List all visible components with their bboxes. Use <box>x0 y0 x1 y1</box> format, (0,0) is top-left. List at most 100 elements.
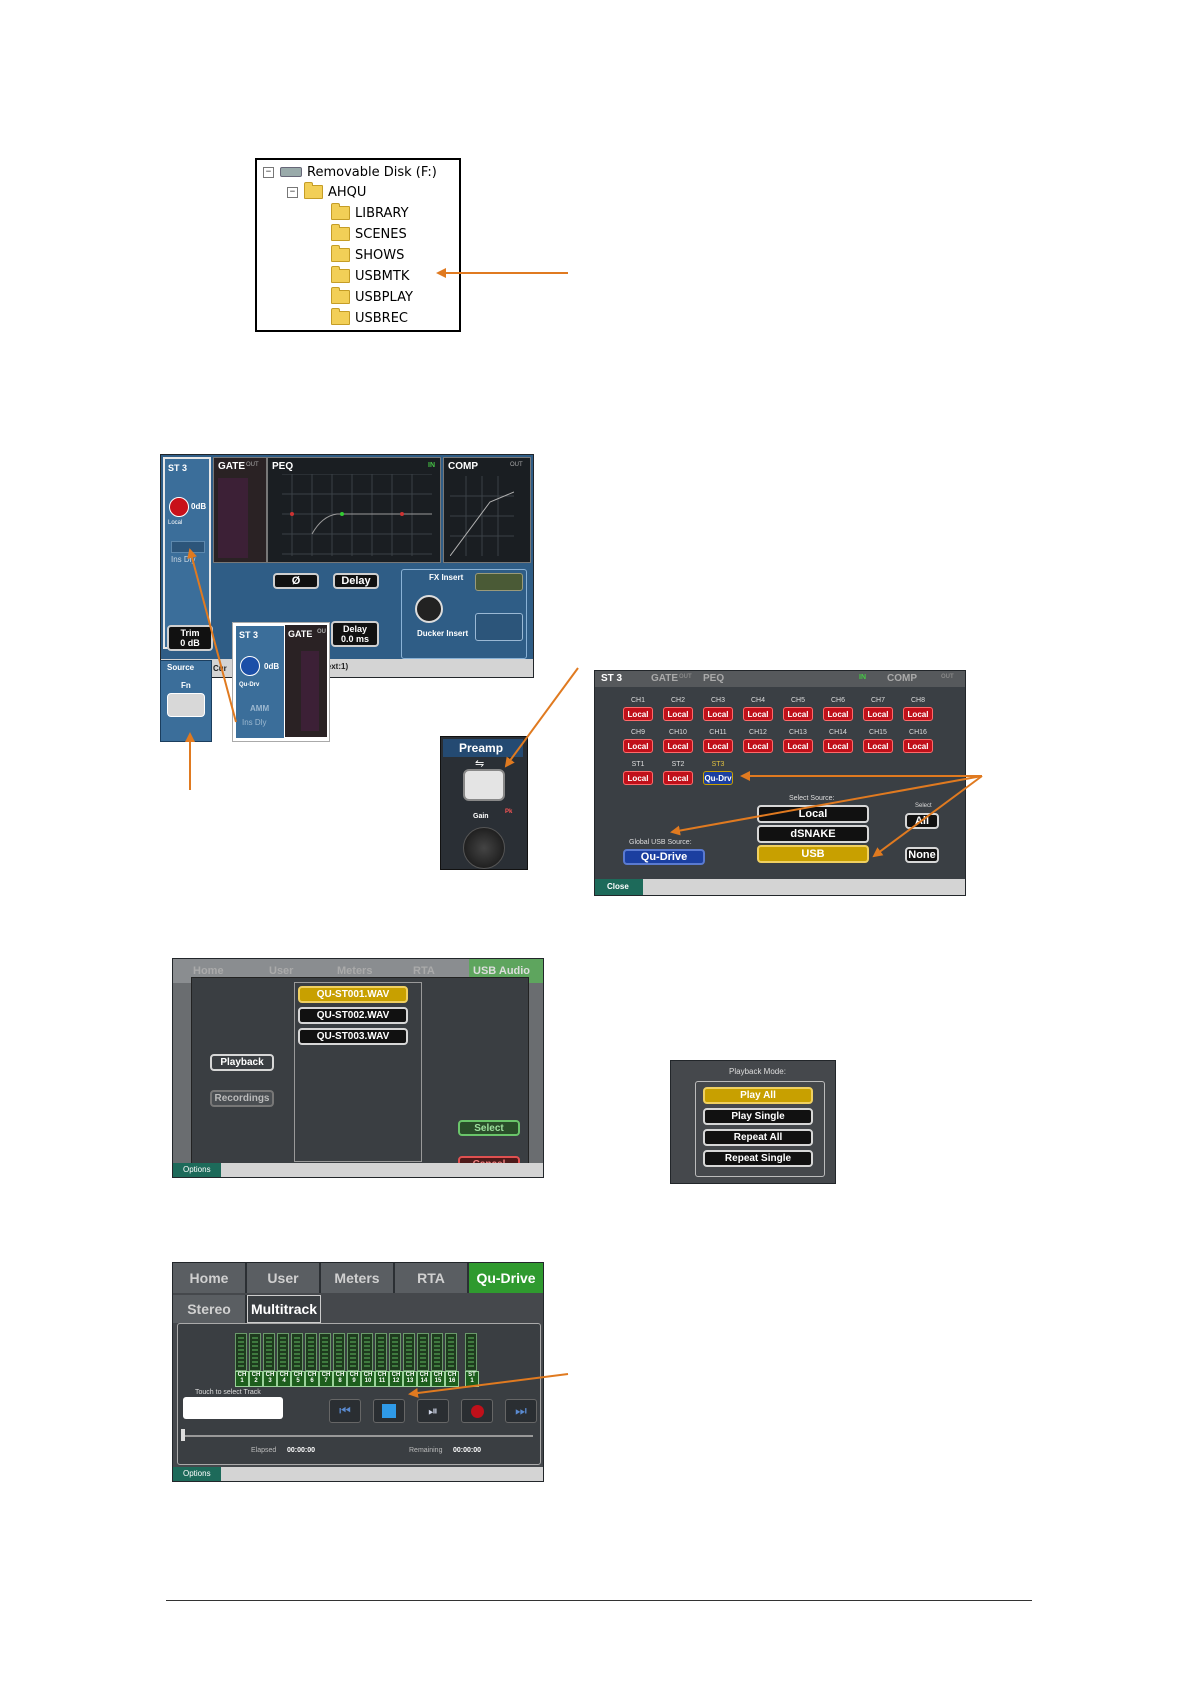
mode-repeat-single[interactable]: Repeat Single <box>703 1150 813 1167</box>
tree-folder[interactable]: SCENES <box>331 224 407 244</box>
track-meter <box>319 1333 331 1371</box>
source-channel-button[interactable]: Local <box>783 739 813 753</box>
close-tab[interactable]: Close <box>595 879 643 895</box>
delay-button[interactable]: Delay <box>333 573 379 589</box>
tree-folder[interactable]: USBREC <box>331 308 408 328</box>
file-item[interactable]: QU-ST001.WAV <box>298 986 408 1003</box>
select-none-button[interactable]: None <box>905 847 939 863</box>
tree-folder[interactable]: LIBRARY <box>331 203 409 223</box>
global-usb-source-button[interactable]: Qu-Drive <box>623 849 705 865</box>
fn-button[interactable] <box>167 693 205 717</box>
gain-knob[interactable] <box>240 656 260 676</box>
comp-panel[interactable]: COMP OUT <box>443 457 531 563</box>
stop-button[interactable] <box>373 1399 405 1423</box>
source-channel-button[interactable]: Local <box>663 771 693 785</box>
source-channel-button[interactable]: Local <box>903 739 933 753</box>
source-channel-button[interactable]: Local <box>743 739 773 753</box>
options-tab[interactable]: Options <box>173 1163 221 1177</box>
track-button[interactable]: CH 16 <box>445 1371 459 1387</box>
track-button[interactable]: CH 3 <box>263 1371 277 1387</box>
source-option-local[interactable]: Local <box>757 805 869 823</box>
peq-panel[interactable]: PEQ IN <box>267 457 441 563</box>
source-channel-button[interactable]: Local <box>863 707 893 721</box>
gain-knob[interactable] <box>169 497 189 517</box>
mode-repeat-all[interactable]: Repeat All <box>703 1129 813 1146</box>
gate-panel[interactable]: GATE OUT <box>213 457 267 563</box>
options-tab[interactable]: Options <box>173 1467 221 1481</box>
insert-slot[interactable] <box>475 613 523 641</box>
ins-dly-box[interactable] <box>171 541 205 553</box>
tab-home[interactable]: Home <box>173 1263 247 1293</box>
track-button[interactable]: CH 15 <box>431 1371 445 1387</box>
source-channel-button[interactable]: Local <box>623 707 653 721</box>
source-channel-button[interactable]: Local <box>703 707 733 721</box>
source-channel-button[interactable]: Local <box>623 771 653 785</box>
track-button[interactable]: CH 12 <box>389 1371 403 1387</box>
source-channel-button[interactable]: Local <box>903 707 933 721</box>
source-channel-button[interactable]: Local <box>783 707 813 721</box>
skip-back-button[interactable]: ⏮ <box>329 1399 361 1423</box>
tab-user[interactable]: User <box>247 1263 321 1293</box>
tab-meters[interactable]: Meters <box>321 1263 395 1293</box>
track-button[interactable]: CH 8 <box>333 1371 347 1387</box>
record-button[interactable] <box>461 1399 493 1423</box>
tree-folder[interactable]: SHOWS <box>331 245 404 265</box>
file-item[interactable]: QU-ST003.WAV <box>298 1028 408 1045</box>
mode-play-all[interactable]: Play All <box>703 1087 813 1104</box>
insert-selector-knob[interactable] <box>415 595 443 623</box>
source-channel-button[interactable]: Local <box>623 739 653 753</box>
playback-button[interactable]: Playback <box>210 1054 274 1071</box>
track-button[interactable]: CH 10 <box>361 1371 375 1387</box>
tab-rta[interactable]: RTA <box>395 1263 469 1293</box>
track-button[interactable]: CH 9 <box>347 1371 361 1387</box>
insert-toggle[interactable] <box>475 573 523 591</box>
stereo-track-button[interactable]: ST 1 <box>465 1371 479 1387</box>
file-item[interactable]: QU-ST002.WAV <box>298 1007 408 1024</box>
tree-root[interactable]: − AHQU <box>287 182 366 202</box>
progress-handle[interactable] <box>181 1429 185 1441</box>
collapse-icon[interactable]: − <box>287 186 298 198</box>
source-channel-button[interactable]: Local <box>703 739 733 753</box>
phase-button[interactable]: Ø <box>273 573 319 589</box>
select-button[interactable]: Select <box>458 1120 520 1136</box>
track-button[interactable]: CH 14 <box>417 1371 431 1387</box>
subtab-stereo[interactable]: Stereo <box>173 1295 247 1323</box>
select-all-button[interactable]: All <box>905 813 939 829</box>
source-channel-button[interactable]: Local <box>823 739 853 753</box>
track-button[interactable]: CH 11 <box>375 1371 389 1387</box>
mode-play-single[interactable]: Play Single <box>703 1108 813 1125</box>
source-channel-button[interactable]: Local <box>743 707 773 721</box>
tab-qu-drive[interactable]: Qu-Drive <box>469 1263 543 1293</box>
usb-source-button[interactable] <box>463 769 505 801</box>
source-channel-button[interactable]: Local <box>663 707 693 721</box>
progress-bar[interactable] <box>183 1435 533 1437</box>
source-option-usb[interactable]: USB <box>757 845 869 863</box>
track-select-field[interactable] <box>183 1397 283 1419</box>
collapse-icon[interactable]: − <box>263 166 274 178</box>
source-channel-button[interactable]: Local <box>863 739 893 753</box>
source-option-dsnake[interactable]: dSNAKE <box>757 825 869 843</box>
skip-forward-button[interactable]: ⏭ <box>505 1399 537 1423</box>
track-button[interactable]: CH 4 <box>277 1371 291 1387</box>
track-button[interactable]: CH 7 <box>319 1371 333 1387</box>
track-button[interactable]: CH 2 <box>249 1371 263 1387</box>
track-button[interactable]: CH 6 <box>305 1371 319 1387</box>
tree-drive[interactable]: − Removable Disk (F:) <box>263 162 437 182</box>
tree-folder[interactable]: USBMTK <box>331 266 409 286</box>
zoom-gate: GATE OU <box>285 625 327 737</box>
recordings-button[interactable]: Recordings <box>210 1090 274 1107</box>
source-channel-button[interactable]: Local <box>663 739 693 753</box>
source-channel-button[interactable]: Qu-Drv <box>703 771 733 785</box>
track-button[interactable]: CH 13 <box>403 1371 417 1387</box>
track-button[interactable]: CH 1 <box>235 1371 249 1387</box>
source-channel-button[interactable]: Local <box>823 707 853 721</box>
source-tab[interactable]: Source Fn <box>160 660 212 742</box>
subtab-multitrack[interactable]: Multitrack <box>247 1295 321 1323</box>
header: ST 3 GATE OUT PEQ IN COMP OUT <box>595 671 965 687</box>
track-button[interactable]: CH 5 <box>291 1371 305 1387</box>
tree-folder[interactable]: USBPLAY <box>331 287 413 307</box>
play-pause-button[interactable]: ⏯ <box>417 1399 449 1423</box>
gain-knob[interactable] <box>463 827 505 869</box>
